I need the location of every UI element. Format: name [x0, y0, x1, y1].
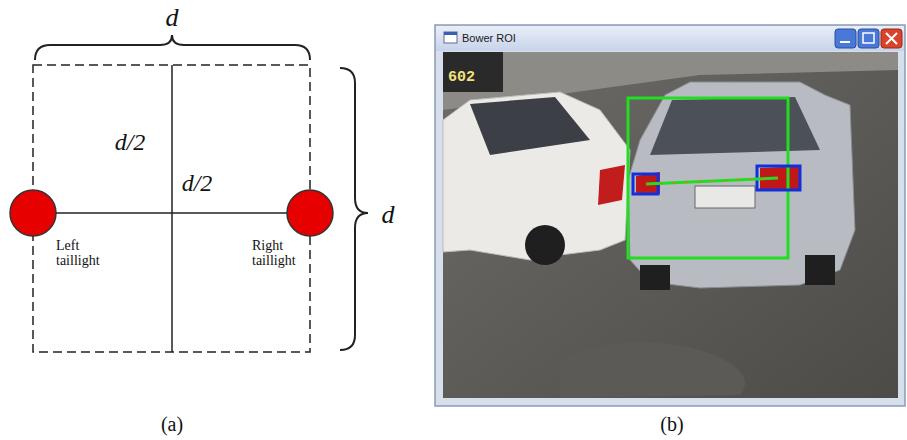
- top-brace: [35, 35, 310, 60]
- road-patch: [560, 342, 745, 398]
- dimension-label: d/2: [115, 129, 146, 155]
- taillight-line: [33, 212, 310, 214]
- dimension-label: d: [166, 4, 179, 33]
- window-title: Bower ROI: [462, 32, 516, 44]
- maximize-glyph: [863, 33, 874, 43]
- close-button: [881, 29, 902, 48]
- dimension-label: d/2: [182, 170, 213, 196]
- left-taillight-circle: [10, 190, 56, 236]
- silver-car-body: [628, 82, 855, 288]
- silver-car-tire: [805, 255, 835, 285]
- roi-box: [628, 98, 788, 258]
- silver-car-tire: [640, 265, 670, 290]
- license-plate: [695, 186, 755, 208]
- panel-label: (b): [660, 413, 683, 435]
- white-car-window: [470, 97, 590, 155]
- taillight-label: Left taillight: [56, 238, 114, 269]
- right-taillight-circle: [287, 190, 333, 236]
- frame-number: 602: [448, 70, 475, 87]
- window-icon: [444, 32, 457, 43]
- taillight-label: Right taillight: [252, 238, 310, 269]
- title-bar: [436, 26, 904, 51]
- vertical-line: [171, 65, 173, 352]
- right-brace: [340, 68, 368, 350]
- white-car-light: [598, 165, 625, 205]
- road: [443, 52, 898, 398]
- window-icon-bar: [444, 32, 457, 35]
- taillight-pair-line: [646, 178, 778, 184]
- maximize-button: [858, 29, 879, 48]
- close-glyph: [886, 33, 897, 44]
- dark-car: [443, 52, 503, 92]
- taillight-pair-line: [646, 178, 778, 184]
- dashed-square: [33, 65, 310, 352]
- white-car-wheel: [525, 225, 565, 265]
- minimize-glyph: [840, 41, 850, 43]
- window-frame: [435, 25, 905, 406]
- silver-car-rear-window: [650, 97, 820, 155]
- dimension-label: d: [382, 201, 395, 230]
- panel-label: (a): [161, 413, 183, 435]
- minimize-button: [835, 29, 856, 48]
